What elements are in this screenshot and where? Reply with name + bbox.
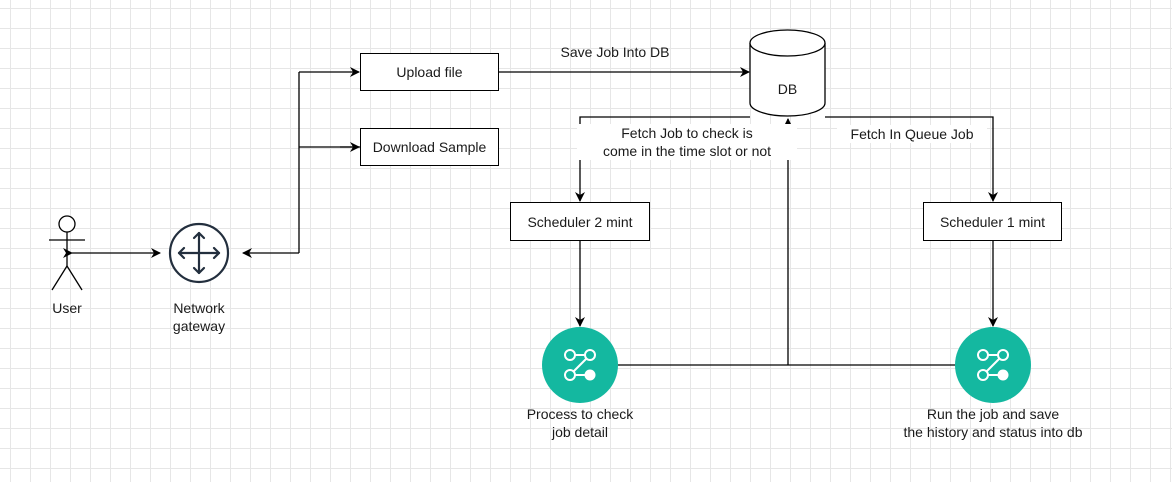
user-actor-icon <box>49 215 85 291</box>
run-job-label-line2: the history and status into db <box>903 424 1083 440</box>
run-job-label-line1: Run the job and save <box>926 406 1060 422</box>
workflow-icon <box>564 349 596 381</box>
db-label: DB <box>777 81 798 97</box>
user-label: User <box>52 300 82 316</box>
workflow-icon <box>977 349 1009 381</box>
edge-label-fetch-queue: Fetch In Queue Job <box>837 125 987 143</box>
process-check-label-line1: Process to check <box>526 406 634 422</box>
gateway-label-line1: Network <box>173 300 225 316</box>
edge-gateway-trunk <box>298 72 360 253</box>
process-check-label: Process to check job detail <box>490 405 670 441</box>
edge-label-save-job: Save Job Into DB <box>560 44 670 60</box>
gateway-label-line2: gateway <box>172 318 226 334</box>
scheduler-2-box[interactable]: Scheduler 2 mint <box>510 202 650 241</box>
edge-label-fetch-check-line2: come in the time slot or not <box>602 143 772 159</box>
scheduler-1-label: Scheduler 1 mint <box>939 213 1046 230</box>
download-sample-box[interactable]: Download Sample <box>360 128 499 166</box>
database-cylinder-icon <box>749 29 826 117</box>
run-job-label: Run the job and save the history and sta… <box>873 405 1113 441</box>
run-job-node[interactable] <box>955 327 1031 403</box>
upload-file-box[interactable]: Upload file <box>360 53 499 91</box>
scheduler-1-box[interactable]: Scheduler 1 mint <box>923 202 1062 241</box>
gateway-label: Network gateway <box>149 299 249 335</box>
upload-file-label: Upload file <box>396 64 463 80</box>
edge-label-fetch-check: Fetch Job to check is come in the time s… <box>577 124 797 160</box>
network-gateway-icon <box>168 222 230 284</box>
edge-db-sched2 <box>575 116 750 202</box>
edge-db-sched1 <box>825 116 998 202</box>
process-check-label-line2: job detail <box>551 424 609 440</box>
download-sample-label: Download Sample <box>372 139 487 155</box>
process-check-node[interactable] <box>542 327 618 403</box>
scheduler-2-label: Scheduler 2 mint <box>527 213 633 230</box>
edge-label-fetch-check-line1: Fetch Job to check is <box>621 125 753 141</box>
